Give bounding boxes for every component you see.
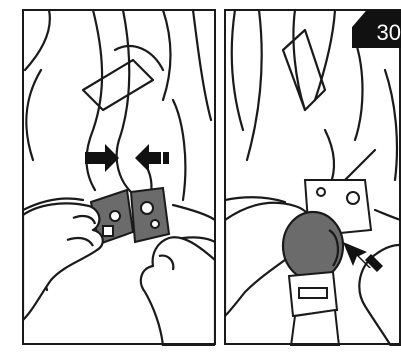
buckle-release-illustration	[23, 10, 215, 346]
illustration-panel-right	[225, 10, 401, 346]
buckle-tongue	[289, 272, 339, 346]
shoulder-strap	[283, 30, 325, 110]
step-number: 30	[377, 14, 401, 52]
arrow-left-icon	[135, 144, 169, 172]
buckle-cover	[283, 212, 343, 280]
buckle-cover-illustration	[225, 10, 401, 346]
hand-right	[141, 237, 215, 346]
buckle-right-half	[131, 188, 169, 242]
hand-left	[23, 203, 103, 320]
illustration-panel-left	[23, 10, 215, 346]
